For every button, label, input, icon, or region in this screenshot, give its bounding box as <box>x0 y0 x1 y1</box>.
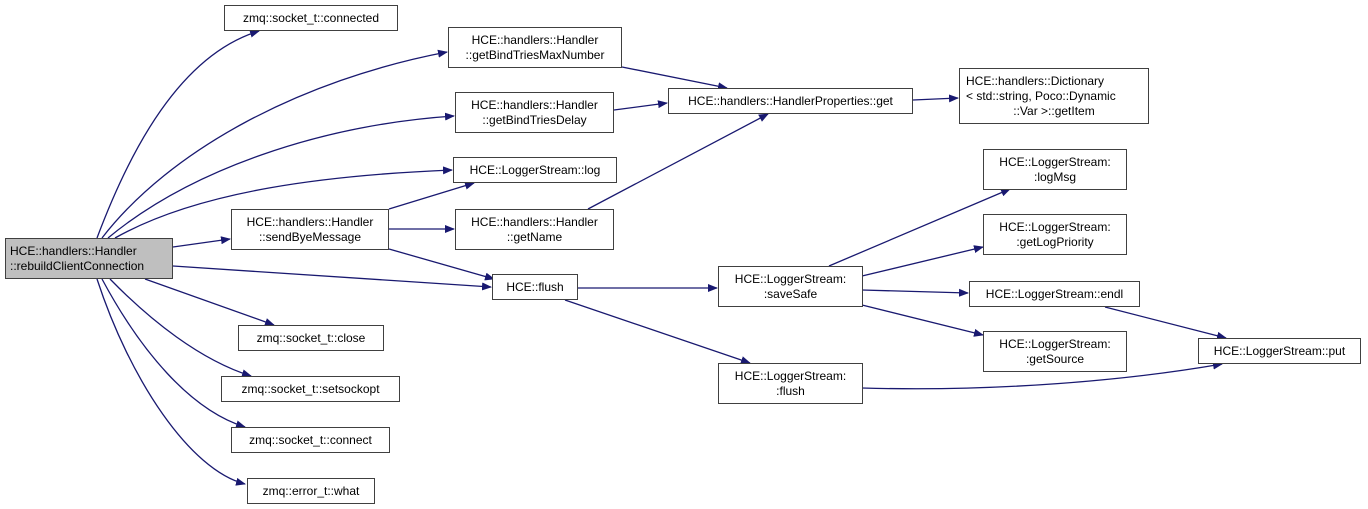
edge-lsflush-to-put <box>861 361 1223 390</box>
node-propget[interactable]: HCE::handlers::HandlerProperties::get <box>668 88 913 114</box>
node-label-line: zmq::socket_t::connected <box>242 10 380 25</box>
node-delay[interactable]: HCE::handlers::Handler::getBindTriesDela… <box>455 92 614 133</box>
node-setsockopt[interactable]: zmq::socket_t::setsockopt <box>221 376 400 402</box>
node-getsource[interactable]: HCE::LoggerStream::getSource <box>983 331 1127 372</box>
node-label-line: HCE::handlers::Handler <box>246 214 374 229</box>
node-label-line: :saveSafe <box>763 286 818 301</box>
node-close[interactable]: zmq::socket_t::close <box>238 325 384 351</box>
node-maxnum[interactable]: HCE::handlers::Handler::getBindTriesMaxN… <box>448 27 622 68</box>
node-label-line: HCE::handlers::Handler <box>10 243 137 258</box>
node-what[interactable]: zmq::error_t::what <box>247 478 375 504</box>
node-log[interactable]: HCE::LoggerStream::log <box>453 157 617 183</box>
edge-root-to-connect <box>101 278 246 429</box>
node-lsflush[interactable]: HCE::LoggerStream::flush <box>718 363 863 404</box>
edge-root-to-bye <box>172 236 231 248</box>
node-label-line: HCE::LoggerStream: <box>734 271 847 286</box>
edge-getname-to-propget <box>587 113 769 210</box>
node-savesafe[interactable]: HCE::LoggerStream::saveSafe <box>718 266 863 307</box>
edge-root-to-what <box>96 278 246 486</box>
node-label-line: HCE::flush <box>506 279 564 294</box>
edge-root-to-close <box>144 278 275 326</box>
node-hceflush[interactable]: HCE::flush <box>492 274 578 300</box>
node-label-line: ::Var >::getItem <box>1013 103 1095 118</box>
edge-bye-to-log <box>388 181 475 210</box>
node-label-line: ::getBindTriesMaxNumber <box>465 47 605 62</box>
node-label-line: < std::string, Poco::Dynamic <box>966 88 1116 103</box>
node-label-line: HCE::LoggerStream: <box>734 368 847 383</box>
edge-savesafe-to-logprio <box>861 245 984 277</box>
edge-root-to-maxnum <box>101 49 448 239</box>
node-label-line: :getSource <box>1025 351 1085 366</box>
edge-savesafe-to-getsource <box>861 304 984 337</box>
node-label-line: ::rebuildClientConnection <box>10 258 145 273</box>
node-label-line: :getLogPriority <box>1016 234 1094 249</box>
node-label-line: ::sendByeMessage <box>258 229 362 244</box>
edge-root-to-hceflush <box>172 265 492 291</box>
node-label-line: zmq::socket_t::setsockopt <box>241 381 380 396</box>
edge-root-to-connected <box>96 29 260 239</box>
node-label-line: HCE::LoggerStream: <box>999 154 1111 169</box>
edge-root-to-log <box>114 166 453 239</box>
node-put[interactable]: HCE::LoggerStream::put <box>1198 338 1361 364</box>
node-label-line: ::getName <box>506 229 563 244</box>
node-label-line: HCE::LoggerStream::log <box>469 162 601 177</box>
node-label-line: :logMsg <box>1033 169 1077 184</box>
node-label-line: HCE::LoggerStream: <box>999 219 1111 234</box>
node-connect[interactable]: zmq::socket_t::connect <box>231 427 390 453</box>
node-root[interactable]: HCE::handlers::Handler::rebuildClientCon… <box>5 238 173 279</box>
node-label-line: HCE::LoggerStream::endl <box>985 286 1124 301</box>
edge-root-to-setsockopt <box>109 278 252 378</box>
node-label-line: HCE::handlers::Dictionary <box>966 73 1105 88</box>
edge-endl-to-put <box>1104 306 1227 340</box>
node-logprio[interactable]: HCE::LoggerStream::getLogPriority <box>983 214 1127 255</box>
node-endl[interactable]: HCE::LoggerStream::endl <box>969 281 1140 307</box>
node-logmsg[interactable]: HCE::LoggerStream::logMsg <box>983 149 1127 190</box>
edge-savesafe-to-endl <box>861 288 969 297</box>
node-label-line: zmq::error_t::what <box>262 483 360 498</box>
node-label-line: zmq::socket_t::connect <box>249 432 372 447</box>
edge-savesafe-to-logmsg <box>828 188 1011 267</box>
edge-hceflush-to-lsflush <box>564 299 751 364</box>
edge-bye-to-hceflush <box>388 248 495 281</box>
node-getname[interactable]: HCE::handlers::Handler::getName <box>455 209 614 250</box>
node-label-line: HCE::LoggerStream::put <box>1213 343 1346 358</box>
node-bye[interactable]: HCE::handlers::Handler::sendByeMessage <box>231 209 389 250</box>
node-label-line: HCE::handlers::Handler <box>471 32 599 47</box>
node-label-line: zmq::socket_t::close <box>256 330 366 345</box>
edge-root-to-delay <box>107 112 455 239</box>
edge-maxnum-to-propget <box>621 66 728 91</box>
node-connected[interactable]: zmq::socket_t::connected <box>224 5 398 31</box>
node-label-line: HCE::handlers::Handler <box>471 214 598 229</box>
node-label-line: HCE::handlers::HandlerProperties::get <box>688 93 893 108</box>
node-label-line: :flush <box>776 383 805 398</box>
node-getitem[interactable]: HCE::handlers::Dictionary< std::string, … <box>959 68 1149 124</box>
edge-propget-to-getitem <box>912 94 959 103</box>
edge-delay-to-propget <box>613 100 668 111</box>
node-label-line: HCE::handlers::Handler <box>471 97 598 112</box>
node-label-line: HCE::LoggerStream: <box>999 336 1111 351</box>
node-label-line: ::getBindTriesDelay <box>482 112 587 127</box>
